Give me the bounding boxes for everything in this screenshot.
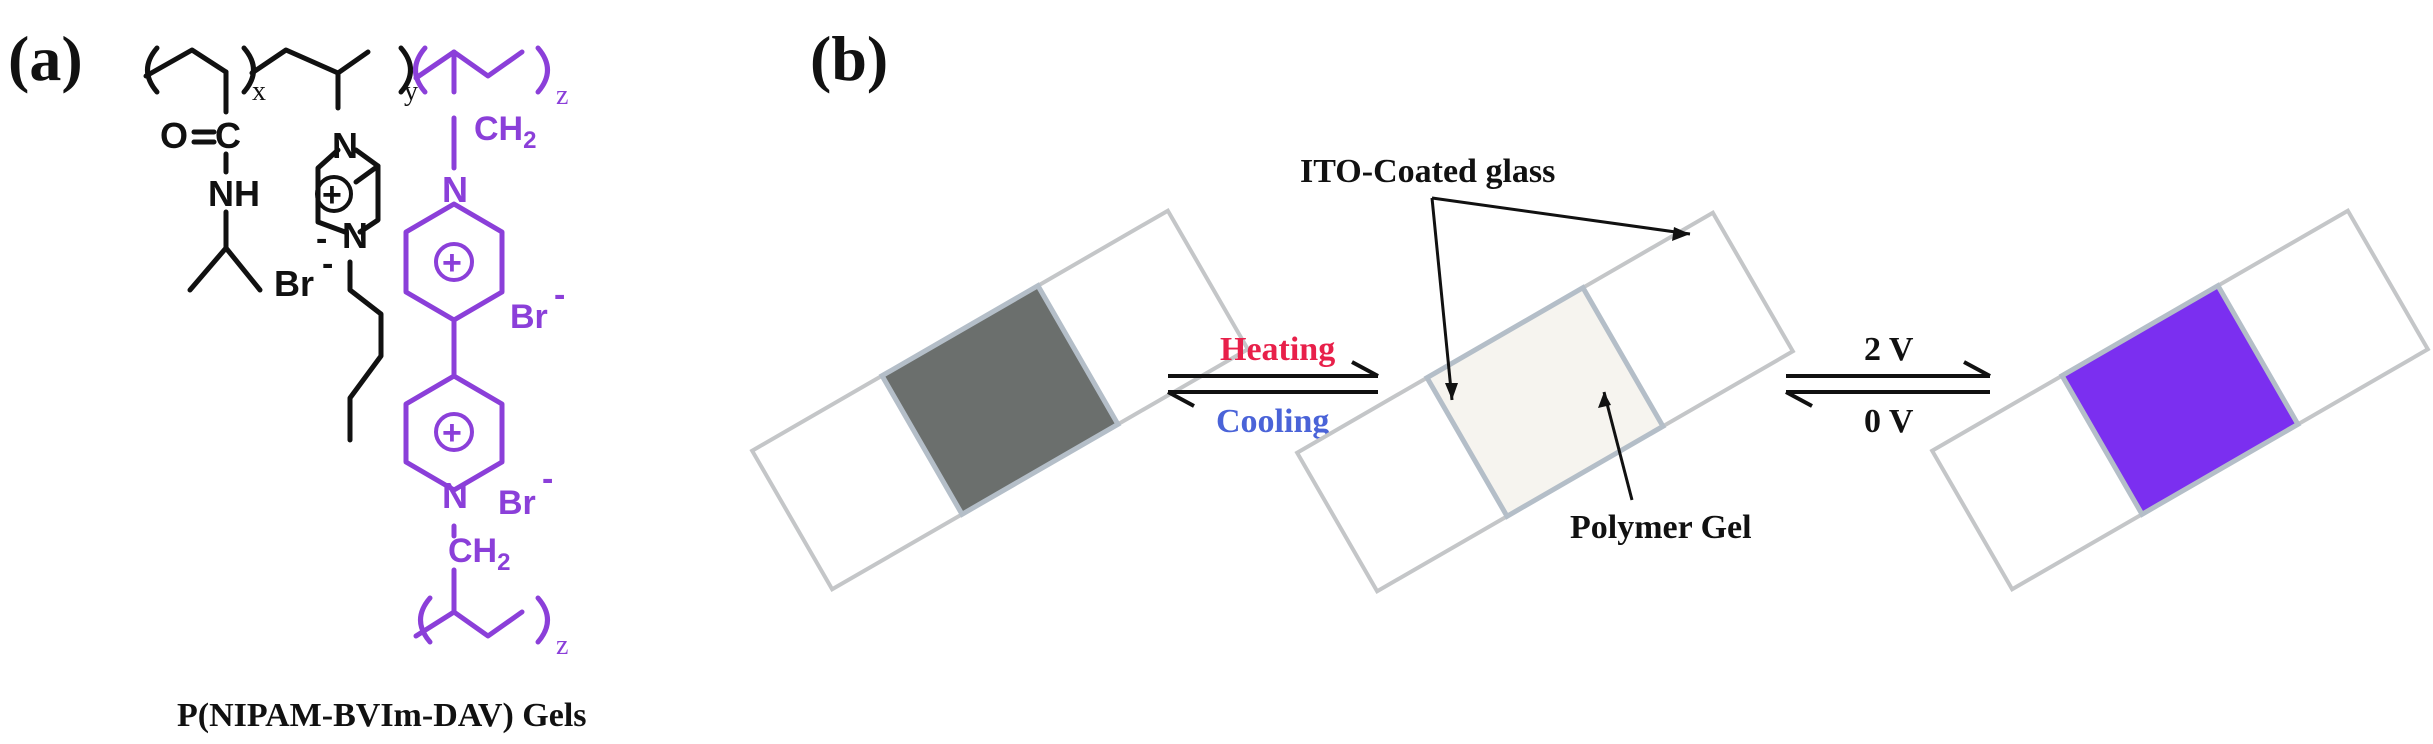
dav-charge-circle-bottom	[434, 412, 474, 452]
nipam-oxygen: O	[160, 115, 188, 156]
device-clear	[1294, 209, 1796, 595]
thermal-arrows: Heating Cooling	[1167, 331, 1379, 440]
subscript-x: x	[252, 76, 266, 107]
ito-label: ITO-Coated glass	[1300, 153, 1555, 190]
nipam-bromide: Br	[274, 263, 314, 304]
heating-arrowhead	[1351, 360, 1379, 378]
panel-a: (a)	[8, 23, 587, 734]
bvim-minus: -	[316, 220, 327, 258]
gel-clear	[1423, 284, 1667, 520]
nipam-nh: NH	[208, 173, 260, 214]
backbone-black	[143, 45, 413, 443]
voltage-arrows: 2 V 0 V	[1785, 331, 1991, 440]
bvim-charge-circle	[315, 175, 353, 213]
gel-gray	[878, 282, 1122, 518]
panel-b: (b) Heating Cooling ITO-Coated glass	[749, 23, 2431, 595]
dav-br-top: Br	[510, 298, 548, 336]
bvim-n-top: N	[332, 125, 358, 166]
bvim-charge: +	[322, 176, 342, 214]
dav-purple-labels: z CH2 N + Br - + N Br - CH2 z	[434, 80, 568, 661]
heating-label: Heating	[1220, 331, 1335, 368]
dav-purple	[403, 45, 550, 645]
dav-ch2-top: CH2	[474, 110, 536, 154]
device-purple	[1929, 207, 2431, 593]
ito-pointer-left-head	[1445, 383, 1458, 400]
dav-ch2-bottom: CH2	[448, 532, 510, 576]
ito-pointer-left	[1430, 197, 1454, 401]
subscript-z-bottom: z	[556, 630, 568, 661]
nipam-carbon: C	[215, 115, 241, 156]
cooling-arrowhead	[1167, 390, 1195, 408]
polymer-pointer	[1602, 391, 1634, 501]
backbone-black-labels: x y O C NH Br - N N + -	[160, 76, 418, 304]
nipam-bromide-minus: -	[322, 245, 333, 283]
dav-charge-top: +	[442, 244, 462, 282]
polymer-pointer-head	[1598, 392, 1611, 408]
cooling-label: Cooling	[1216, 403, 1329, 440]
ito-pointer-right	[1431, 196, 1691, 236]
ito-pointer-right-head	[1672, 227, 1690, 241]
voltage-on-label: 2 V	[1864, 331, 1914, 368]
panel-a-caption: P(NIPAM-BVIm-DAV) Gels	[177, 697, 587, 734]
dav-n-top: N	[442, 169, 468, 210]
dav-br-bottom-minus: -	[542, 460, 553, 498]
voltage-on-arrowhead	[1963, 360, 1991, 378]
dav-charge-circle-top	[434, 242, 474, 282]
panel-b-label: (b)	[810, 23, 888, 94]
gel-purple	[2058, 282, 2302, 518]
polymer-label: Polymer Gel	[1570, 509, 1752, 546]
device-gray	[749, 207, 1251, 593]
dav-br-bottom: Br	[498, 484, 536, 522]
voltage-off-label: 0 V	[1864, 403, 1914, 440]
subscript-z-top: z	[556, 80, 568, 111]
dav-n-bottom: N	[442, 475, 468, 516]
subscript-y: y	[404, 76, 418, 107]
panel-a-label: (a)	[8, 23, 83, 94]
dav-br-top-minus: -	[554, 276, 565, 314]
voltage-off-arrowhead	[1785, 390, 1813, 408]
bvim-n-bottom: N	[342, 215, 368, 256]
device-annotations: ITO-Coated glass Polymer Gel	[1300, 153, 1752, 546]
dav-charge-bottom: +	[442, 414, 462, 452]
